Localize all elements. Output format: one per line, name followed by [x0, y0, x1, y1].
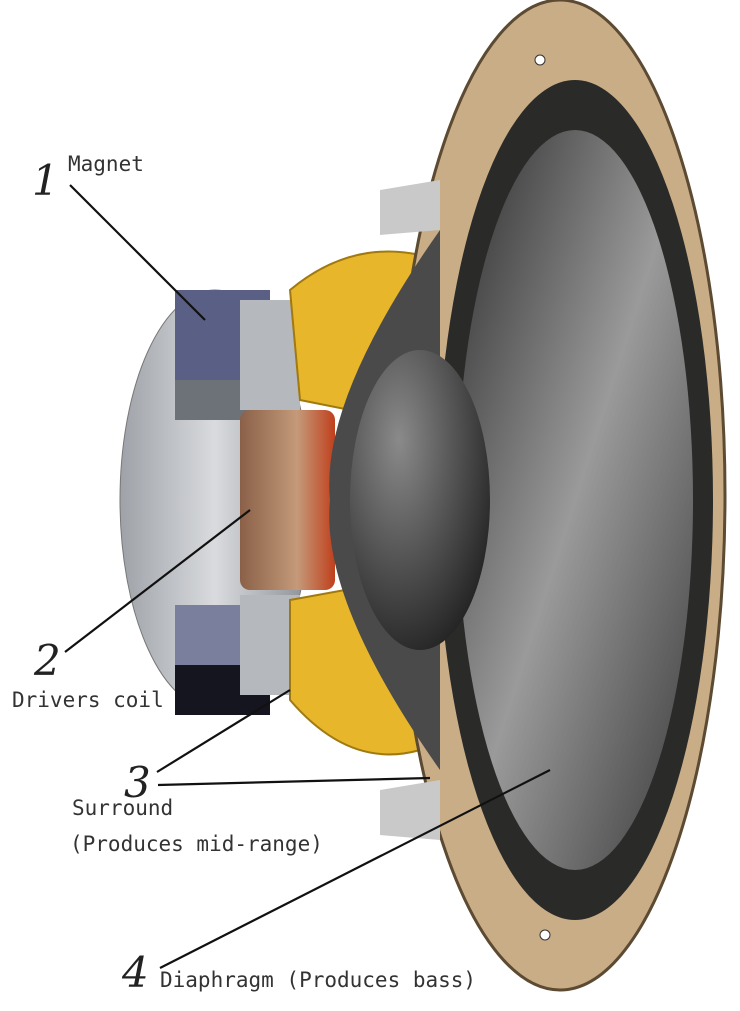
label-number-1: 1 — [32, 156, 59, 205]
label-surround: Surround — [72, 796, 174, 820]
label-diaphragm: Diaphragm (Produces bass) — [160, 968, 477, 992]
label-number-3: 3 — [124, 758, 151, 807]
magnet-assembly — [119, 289, 311, 715]
label-surround-note: (Produces mid-range) — [70, 832, 323, 856]
label-number-4: 4 — [122, 948, 149, 997]
label-drivers-coil: Drivers coil — [12, 688, 164, 712]
voice-coil — [240, 410, 335, 590]
label-number-2: 2 — [34, 636, 61, 685]
dust-cap — [350, 350, 490, 650]
label-magnet: Magnet — [68, 152, 144, 176]
leader-lines — [64, 184, 551, 969]
diaphragm-cone — [457, 130, 693, 870]
